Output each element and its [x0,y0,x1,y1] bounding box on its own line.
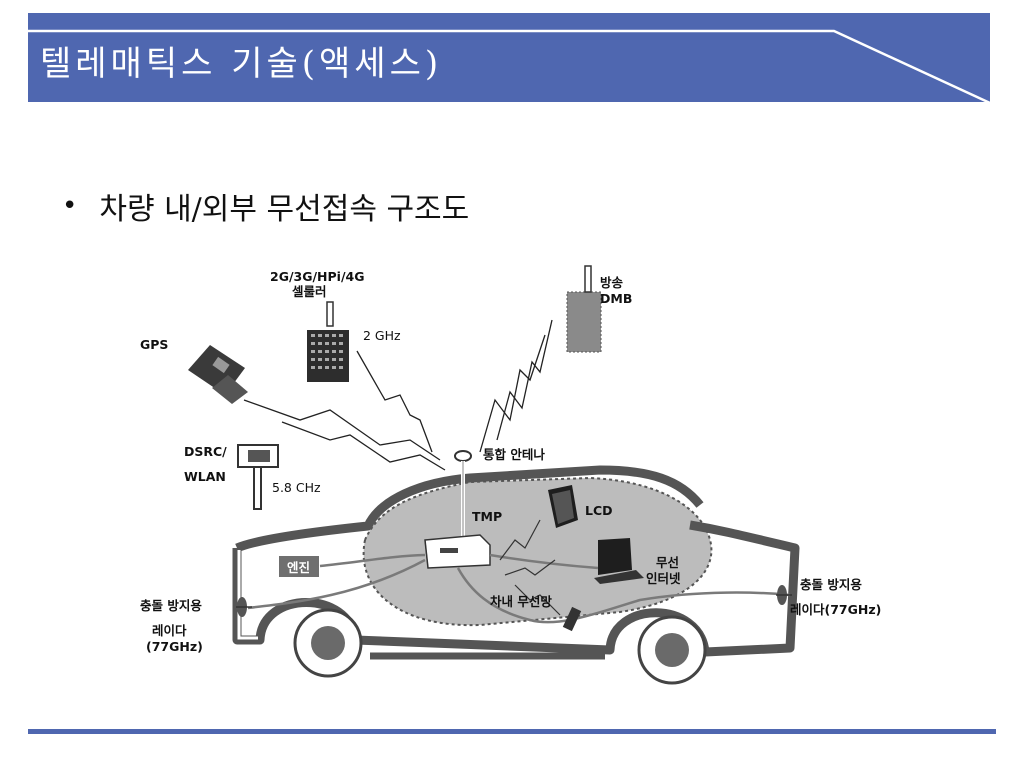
slide-title: 텔레매틱스 기술(액세스) [40,44,443,84]
gps-label: GPS [140,337,168,352]
tmp-device [424,534,491,569]
bullet-item: • 차량 내/외부 무선접속 구조도 [62,184,469,228]
radar-front-icon [236,597,252,617]
rear-wheel [637,615,707,685]
cellular-label-line1: 2G/3G/HPi/4G [270,269,364,284]
radar-left-label-line3: (77GHz) [146,639,203,654]
title-bar [28,13,990,102]
dsrc-label-line1: DSRC/ [184,444,227,459]
freq-2ghz-label: 2 GHz [363,328,401,343]
footer-line [28,729,996,734]
radar-right-label-line1: 충돌 방지용 [800,577,862,592]
engine-label: 엔진 [287,560,310,575]
in-car-network-label: 차내 무선망 [490,594,552,609]
wireless-links [243,319,553,471]
radar-left-label-line2: 레이다 [152,623,187,638]
freq-58ghz-label: 5.8 CHz [272,480,321,495]
radar-rear-icon [776,585,792,605]
cellular-label-line2: 셀룰러 [292,284,327,299]
in-car-wiring [247,553,791,624]
in-car-wireless-zigzag [499,519,561,616]
cellular-device-icon [307,301,349,382]
laptop-icon [594,538,644,584]
car-body [232,465,800,660]
integrated-antenna-icon [454,450,472,540]
wireless-internet-label-line2: 인터넷 [646,571,681,586]
broadcast-label-line1: 방송 [600,275,624,290]
radar-right-label-line2: 레이다(77GHz) [790,602,881,617]
bullet-dot: • [62,191,78,221]
dsrc-label-line2: WLAN [184,469,226,484]
lcd-label: LCD [585,503,613,518]
antenna-label: 통합 안테나 [483,447,545,462]
car-cabin-area [362,476,713,627]
wireless-internet-label-line1: 무선 [656,555,679,570]
broadcast-label-line2: DMB [600,291,632,306]
radar-left-label-line1: 충돌 방지용 [140,598,202,613]
dsrc-roadside-unit-icon [237,444,279,510]
engine-box [277,554,321,579]
front-wheel [293,608,363,678]
mobile-phone-icon [562,606,582,632]
satellite-icon [188,345,248,404]
broadcast-tower-icon [566,265,602,353]
title-decoration-line [28,29,991,105]
bullet-text: 차량 내/외부 무선접속 구조도 [99,192,470,227]
lcd-monitor-icon [548,485,578,528]
tmp-label: TMP [472,509,502,524]
